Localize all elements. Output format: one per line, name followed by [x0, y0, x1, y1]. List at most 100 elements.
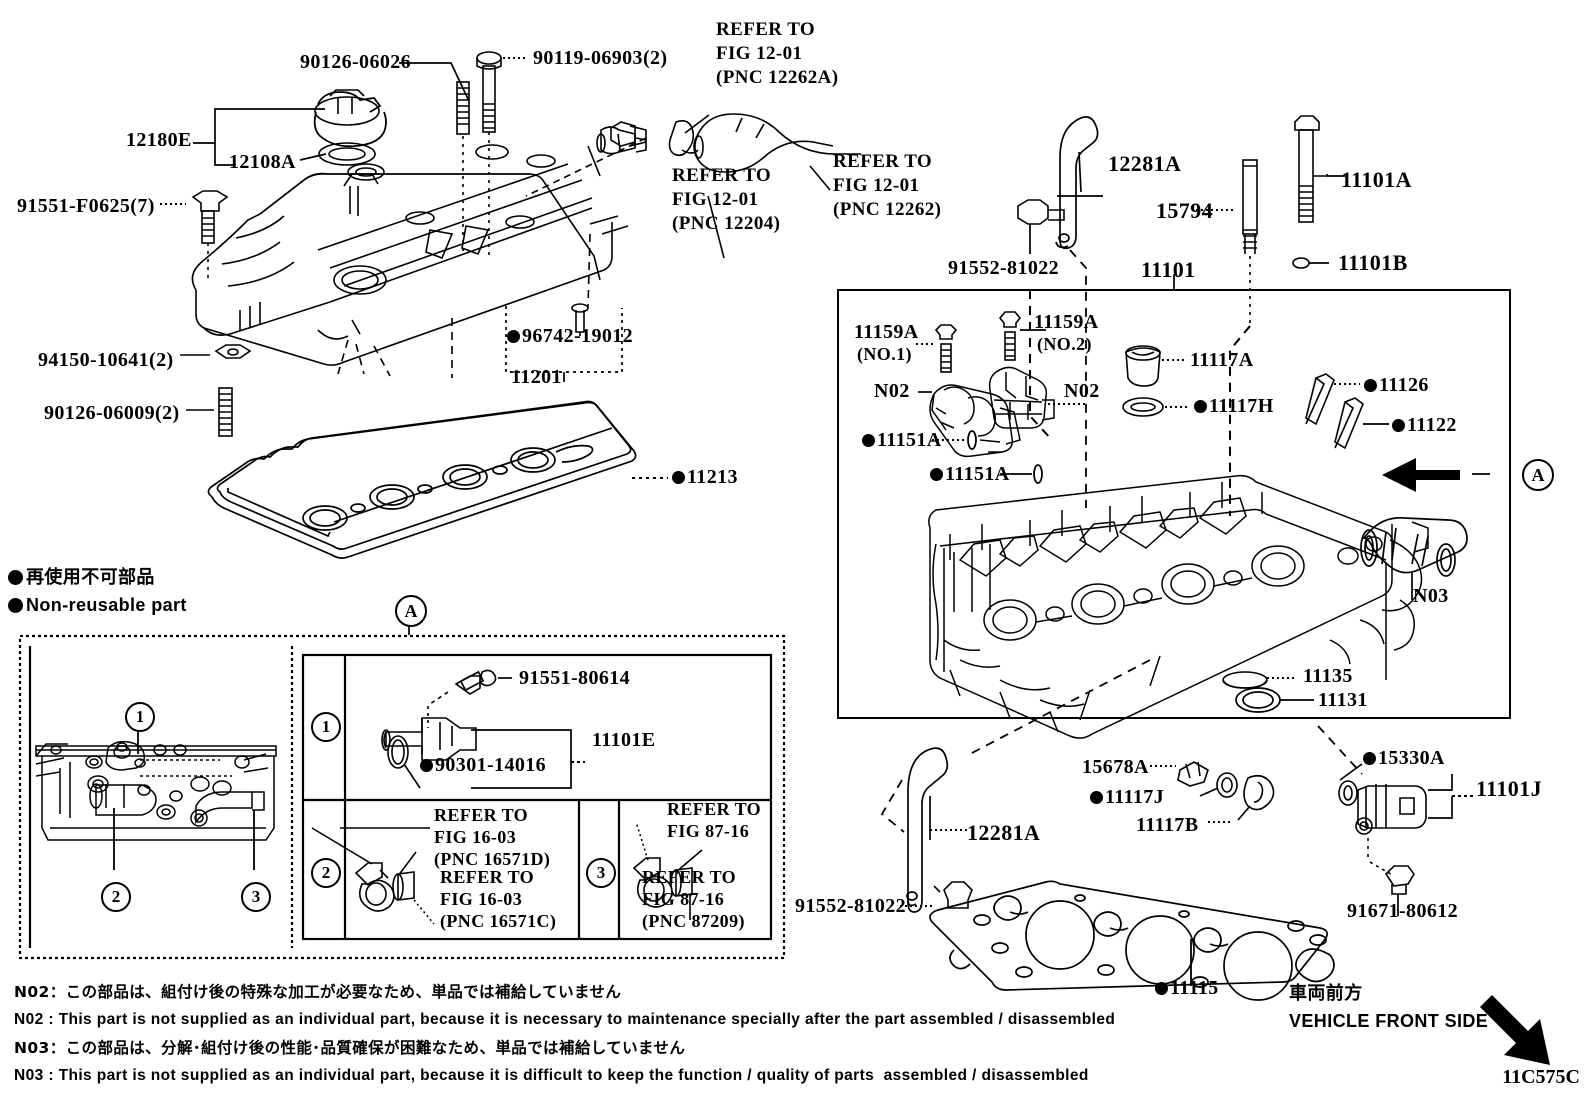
label-N03: N03 [1413, 585, 1449, 607]
bolt-91552-81022-top [1017, 199, 1065, 254]
label-N02-right: N02 [1064, 380, 1100, 402]
gasket-11117J [1199, 772, 1238, 798]
head-callout-1: 1 [125, 702, 155, 732]
label-90301-14016: 90301-14016 [420, 755, 546, 776]
label-12180E: 12180E [126, 129, 192, 151]
refer-16571C-line2: FIG 16-03 [440, 889, 523, 909]
pcv-grommet-art [668, 120, 699, 157]
detail-item-3-number: 3 [586, 858, 616, 888]
refer-12204-line2: FIG 12-01 [672, 189, 759, 210]
label-11122: 11122 [1392, 415, 1457, 436]
non-reusable-dot-icon [672, 471, 685, 484]
label-11117J: 11117J [1090, 787, 1164, 808]
direction-arrow-A [1382, 458, 1460, 492]
dowel-11126 [1305, 373, 1360, 426]
refer-8716-a-line1: REFER TO [667, 799, 762, 819]
oil-cap-gasket-12108A [318, 142, 376, 166]
label-11126: 11126 [1364, 375, 1429, 396]
non-reusable-dot-icon [930, 468, 943, 481]
refer-12262-line3: (PNC 12262) [833, 199, 942, 220]
refer-87209-line3: (PNC 87209) [642, 911, 745, 931]
section-callout-A-right: A [1522, 459, 1554, 491]
label-11117H: 11117H [1194, 396, 1274, 417]
label-15678A: 15678A [1082, 756, 1149, 778]
label-96742-19012: 96742-19012 [507, 326, 633, 347]
refer-8716-a-line2: FIG 87-16 [667, 821, 750, 841]
note-N03-jp: N03：この部品は、分解･組付け後の性能･品質確保が困難なため、単品では補給して… [14, 1039, 686, 1057]
label-90119-06903: 90119-06903(2) [533, 47, 668, 69]
label-11115: 11115 [1155, 978, 1219, 999]
label-90126-06009: 90126-06009(2) [44, 402, 180, 424]
label-11135: 11135 [1303, 665, 1353, 687]
camshaft-bearing-cap-no2-art [988, 366, 1055, 429]
gasket-11131 [1235, 687, 1314, 713]
label-11101A: 11101A [1341, 167, 1412, 192]
vehicle-front-jp: 車両前方 [1289, 983, 1363, 1004]
non-reusable-dot-icon [507, 330, 520, 343]
legend-jp: 再使用不可部品 [8, 568, 155, 588]
head-callout-2: 2 [101, 882, 131, 912]
label-91552-81022-top: 91552-81022 [948, 257, 1060, 279]
label-11159A-no1: 11159A [854, 321, 919, 343]
label-15794: 15794 [1156, 198, 1213, 223]
head-cover-gasket-11213 [207, 400, 637, 559]
cylinder-head-detail-art [35, 728, 277, 870]
label-11101E: 11101E [592, 729, 656, 751]
refer-16571D-line2: FIG 16-03 [434, 827, 517, 847]
engine-hanger-12281A-top [1055, 116, 1099, 250]
label-11213: 11213 [672, 467, 738, 488]
label-91671-80612: 91671-80612 [1347, 900, 1459, 922]
label-15330A: 15330A [1363, 748, 1445, 769]
vehicle-front-arrow [1480, 995, 1550, 1065]
label-11101J: 11101J [1476, 776, 1542, 801]
detail-item-2-number: 2 [311, 858, 341, 888]
label-94150-10641: 94150-10641(2) [38, 349, 174, 371]
non-reusable-dot-icon [862, 434, 875, 447]
gasket-11117H [1122, 397, 1189, 417]
head-gasket-11115 [929, 880, 1335, 1001]
refer-12262-line2: FIG 12-01 [833, 175, 920, 196]
label-11101: 11101 [1141, 257, 1196, 282]
engine-hanger-12281A-bottom [906, 747, 949, 913]
diagram-code: 11C575C [1502, 1066, 1580, 1088]
label-12281A-bottom: 12281A [967, 820, 1041, 845]
washer-11101B [1292, 257, 1329, 269]
stud-90126-06026 [456, 81, 470, 256]
nut-94150-10641 [180, 344, 252, 359]
dowel-15678A [1150, 761, 1209, 787]
refer-12262A-line1: REFER TO [716, 19, 816, 40]
bolt-11101A [1294, 115, 1345, 223]
bolt-91552-81022-bottom [900, 881, 973, 909]
label-N02-left: N02 [874, 380, 910, 402]
plug-11117A [1125, 345, 1184, 387]
label-11131: 11131 [1318, 689, 1368, 711]
label-90126-06026: 90126-06026 [300, 51, 412, 73]
refer-12204-line3: (PNC 12204) [672, 213, 781, 234]
pcv-valve-art [610, 121, 647, 147]
label-11201: 11201 [511, 366, 562, 388]
stud-90126-06009 [186, 387, 233, 437]
refer-16571C-line3: (PNC 16571C) [440, 911, 557, 931]
refer-87209-line2: FIG 87-16 [642, 889, 725, 909]
refer-16571D-line1: REFER TO [434, 805, 529, 825]
label-11159A-no1-sub: (NO.1) [857, 344, 912, 364]
bolt-91551-F0625 [160, 190, 229, 283]
label-91551-80614: 91551-80614 [519, 667, 631, 689]
label-12281A-top: 12281A [1108, 151, 1182, 176]
label-12108A: 12108A [229, 151, 296, 173]
bolt-90119-06903 [476, 51, 525, 256]
note-N02-jp: N02：この部品は、組付け後の特殊な加工が必要なため、単品では補給していません [14, 983, 622, 1001]
label-11151A-2: 11151A [930, 464, 1010, 485]
note-N02-en: N02 : This part is not supplied as an in… [14, 1011, 1116, 1028]
label-91552-81022-bottom: 91552-81022 [795, 895, 907, 917]
refer-16571D-line3: (PNC 16571D) [434, 849, 551, 869]
dowel-11122 [1334, 397, 1389, 450]
non-reusable-dot-icon [1392, 419, 1405, 432]
non-reusable-dot-icon [1090, 791, 1103, 804]
non-reusable-dot-icon [8, 598, 23, 613]
refer-87209-line1: REFER TO [642, 867, 737, 887]
detail-item-1-number: 1 [311, 712, 341, 742]
refer-12262A-line3: (PNC 12262A) [716, 67, 839, 88]
plug-11117B [1208, 774, 1275, 823]
non-reusable-dot-icon [8, 570, 23, 585]
